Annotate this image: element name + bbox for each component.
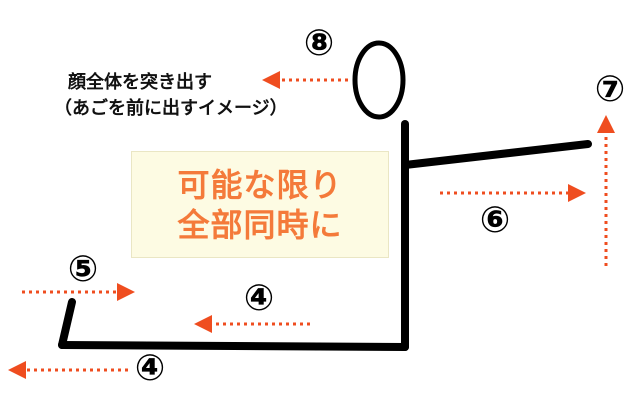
callout-line2: 全部同時に <box>177 205 343 244</box>
leg-line <box>58 341 409 351</box>
callout-line1: 可能な限り <box>177 165 343 204</box>
step-number-head: ⑧ <box>303 23 335 64</box>
head-instruction-line2: （あごを前に出すイメージ） <box>54 98 288 119</box>
stick-figure <box>58 40 592 351</box>
arrow-leg-mid <box>194 315 310 333</box>
arrow-foot-forward <box>22 283 135 301</box>
step-number-arm-forward: ⑥ <box>479 200 511 241</box>
step-number-leg-mid: ④ <box>243 278 275 319</box>
arrow-arm-up <box>597 115 615 266</box>
step-number-leg-bottom: ④ <box>134 348 166 389</box>
head-instruction: 顔全体を突き出す （あごを前に出すイメージ） <box>54 70 354 122</box>
arrow-leg-bottom <box>8 361 128 379</box>
head-instruction-line1: 顔全体を突き出す <box>68 72 212 93</box>
arrow-arm-forward <box>440 184 586 202</box>
arm-line <box>401 140 592 169</box>
step-number-arm-up: ⑦ <box>594 69 626 110</box>
arrow-head-forward <box>262 71 348 89</box>
step-number-foot: ⑤ <box>67 249 99 290</box>
movement-arrows <box>8 71 615 379</box>
foot-line <box>58 298 76 349</box>
head-outline <box>352 40 406 120</box>
simultaneous-callout: 可能な限り 全部同時に <box>131 151 389 258</box>
